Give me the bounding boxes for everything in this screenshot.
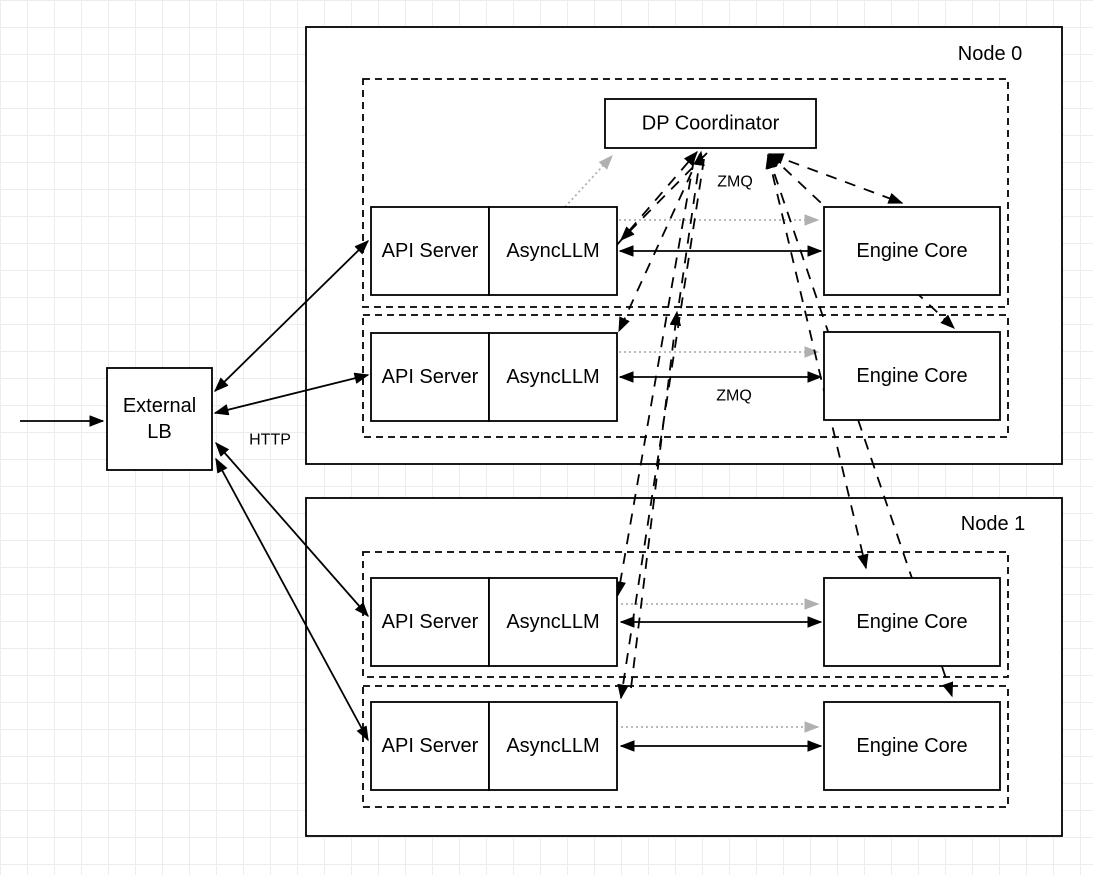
box-dp-coordinator: DP Coordinator [604, 98, 817, 149]
edge-coordinator-asyncllm-n1b [621, 158, 705, 698]
edge-asyncllm-n0a-coordinator [615, 152, 697, 247]
box-asyncllm-n0a: AsyncLLM [488, 206, 618, 296]
label-engine-core-n0b: Engine Core [856, 365, 967, 387]
label-node0: Node 0 [958, 43, 1023, 65]
label-api-server-n0a: API Server [382, 240, 479, 262]
edge-node1-up-to-border [630, 312, 677, 689]
label-engine-core-n0a: Engine Core [856, 240, 967, 262]
box-api-server-n0a: API Server [370, 206, 490, 296]
label-external-lb: LB [147, 421, 171, 443]
edge-lb-api-n1b-http [215, 459, 369, 740]
node0-group1-border [362, 78, 1009, 308]
api-server-n0b-rect [370, 332, 490, 422]
box-api-server-n1a: API Server [370, 577, 490, 667]
label-asyncllm-n0a: AsyncLLM [506, 240, 599, 262]
label-zmq-engine-label: ZMQ [716, 388, 752, 405]
box-engine-core-n1a: Engine Core [823, 577, 1001, 667]
label-http-label: HTTP [249, 432, 291, 449]
box-asyncllm-n1a: AsyncLLM [488, 577, 618, 667]
box-asyncllm-n1b: AsyncLLM [488, 701, 618, 791]
edge-border-up-to-coordinator [678, 152, 701, 304]
label-dp-coordinator: DP Coordinator [642, 113, 780, 135]
label-api-server-n0b: API Server [382, 366, 479, 388]
dp-coordinator-rect [604, 98, 817, 149]
box-engine-core-n0b: Engine Core [823, 331, 1001, 421]
label-api-server-n1b: API Server [382, 735, 479, 757]
label-asyncllm-n0b: AsyncLLM [506, 366, 599, 388]
api-server-n1a-rect [370, 577, 490, 667]
label-node1: Node 1 [961, 513, 1026, 535]
edge-lb-api-n0b-http [215, 375, 368, 413]
box-engine-core-n1b: Engine Core [823, 701, 1001, 791]
box-asyncllm-n0b: AsyncLLM [488, 332, 618, 422]
label-engine-core-n1b: Engine Core [856, 735, 967, 757]
asyncllm-n0a-rect [488, 206, 618, 296]
engine-core-n0a-rect [823, 206, 1001, 296]
engine-core-n1a-rect [823, 577, 1001, 667]
label-engine-core-n1a: Engine Core [856, 611, 967, 633]
label-api-server-n1a: API Server [382, 611, 479, 633]
asyncllm-n0b-rect [488, 332, 618, 422]
engine-core-n1b-rect [823, 701, 1001, 791]
box-api-server-n0b: API Server [370, 332, 490, 422]
edge-coordinator-engine-n1b [768, 155, 952, 696]
external-lb-rect [106, 367, 213, 471]
edge-asyncllm-n0a-coordinator-dotted [564, 156, 612, 208]
engine-core-n0b-rect [823, 331, 1001, 421]
asyncllm-n1a-rect [488, 577, 618, 667]
label-asyncllm-n1b: AsyncLLM [506, 735, 599, 757]
edge-coordinator-asyncllm-n0b [618, 153, 701, 331]
label-external-lb: External [123, 395, 196, 417]
label-asyncllm-n1a: AsyncLLM [506, 611, 599, 633]
label-zmq-coordinator-label: ZMQ [717, 174, 753, 191]
edge-lb-api-n0a-http [215, 241, 368, 391]
container-node0-group1 [362, 78, 1009, 308]
box-engine-core-n0a: Engine Core [823, 206, 1001, 296]
asyncllm-n1b-rect [488, 701, 618, 791]
box-api-server-n1b: API Server [370, 701, 490, 791]
edge-coordinator-asyncllm-n1a [618, 158, 695, 595]
